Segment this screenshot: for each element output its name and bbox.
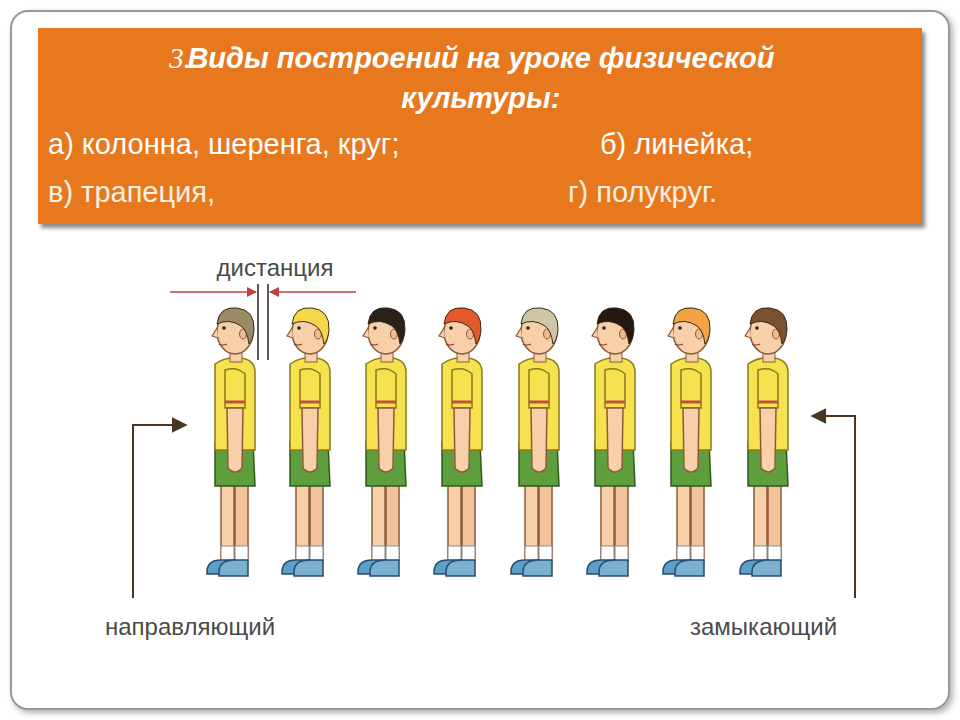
leader-arrows (133, 416, 855, 598)
title-band: 3.Виды построений на уроке физической ку… (38, 28, 922, 224)
boys (207, 308, 788, 576)
distance-label: дистанция (217, 254, 334, 282)
option-text: б) линейка; (600, 128, 753, 161)
position-label: направляющий (105, 613, 275, 641)
distance-marker (170, 284, 356, 360)
heading-text: Виды построений на уроке физической куль… (161, 38, 801, 118)
option-text: г) полукруг. (568, 176, 717, 209)
option-text: а) колонна, шеренга, круг; (48, 128, 399, 161)
position-label: замыкающий (690, 613, 837, 641)
option-text: в) трапеция, (48, 176, 215, 209)
